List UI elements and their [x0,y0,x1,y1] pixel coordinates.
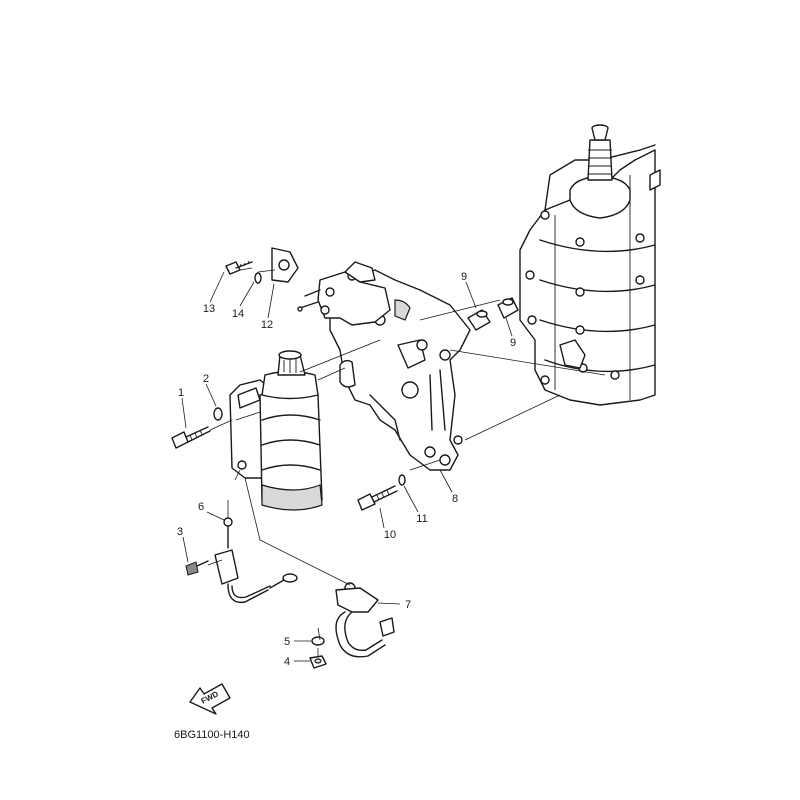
callout-10: 10 [384,529,396,541]
cable-7 [335,582,395,658]
bolt-13 [225,260,253,275]
lead-wire-6 [214,517,298,604]
bolt-10 [357,485,398,511]
engine-block [519,124,661,406]
callout-8: 8 [452,493,458,505]
alignment-lines [207,267,606,656]
washer-11 [398,474,406,486]
leader-lines [181,271,513,662]
collar-9b [497,297,519,319]
callout-7: 7 [405,599,411,611]
collar-9a [467,309,491,331]
callout-1: 1 [178,387,184,399]
washer-5 [311,636,325,646]
callout-11: 11 [416,513,427,525]
washer-2 [213,407,223,421]
callout-6: 6 [198,501,204,513]
linkage-12 [271,247,391,326]
callout-5: 5 [284,636,290,648]
callout-labels: 1 2 3 4 5 6 7 8 9 9 10 11 12 13 14 [177,271,516,668]
bolt-1 [171,426,211,449]
callout-3: 3 [177,526,183,538]
callout-4: 4 [284,656,290,668]
diagram-code: 6BG1100-H140 [174,729,250,741]
callout-2: 2 [203,373,209,385]
callout-9a: 9 [461,271,467,283]
washer-14 [254,272,262,284]
fwd-arrow-icon: FWD [189,683,231,715]
callout-12: 12 [261,319,273,331]
starter-motor [229,350,323,511]
callout-13: 13 [203,303,215,315]
callout-9b: 9 [510,337,516,349]
nut-4 [309,655,327,669]
callout-14: 14 [232,308,244,320]
bolt-3 [185,560,209,576]
